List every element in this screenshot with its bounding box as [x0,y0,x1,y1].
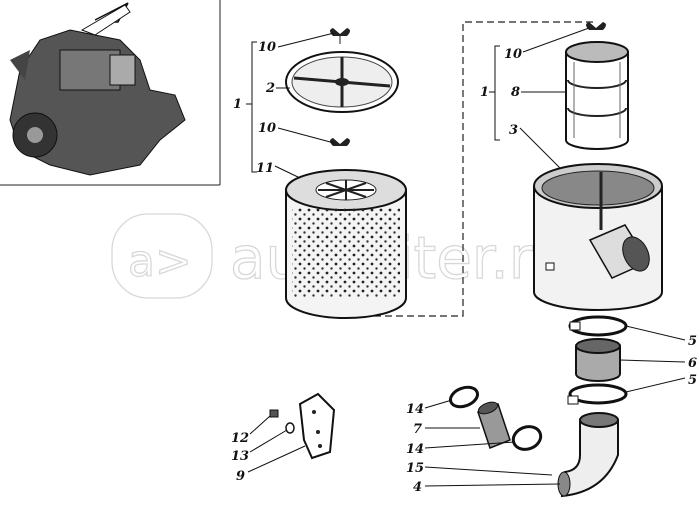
washer-13 [285,422,295,434]
label-6: 6 [688,356,697,371]
clamp-5-top [568,315,628,337]
label-13: 13 [231,449,249,464]
wing-nut-10-top [330,28,350,44]
element-8 [565,41,629,150]
label-10-right: 10 [504,47,522,62]
label-1-left: 1 [233,97,242,112]
label-10-top: 10 [258,40,276,55]
bolt-12 [269,409,279,418]
elbow-4 [557,412,619,498]
assembly-dashed-line [345,21,596,317]
label-5-bottom: 5 [688,373,697,388]
label-12: 12 [231,431,249,446]
label-11: 11 [256,161,274,176]
wing-nut-10-mid [330,138,350,146]
filter-11 [285,169,407,319]
clamp-14-bottom [511,425,543,451]
hose-7 [477,401,511,449]
label-8: 8 [511,85,520,100]
label-5-top: 5 [688,334,697,349]
label-14-top: 14 [406,402,424,417]
label-15: 15 [406,461,424,476]
bracket-9 [298,392,336,460]
label-2: 2 [265,81,275,96]
label-4: 4 [413,480,422,495]
clamp-5-bottom [567,383,628,405]
label-3: 3 [509,123,518,138]
housing-3 [533,163,663,311]
label-14-bottom: 14 [406,442,424,457]
label-10-mid: 10 [258,121,276,136]
engine-inset [0,0,221,186]
svg-text:a>: a> [128,236,192,287]
leader-lines [246,27,686,487]
wing-nut-10-right [586,22,606,30]
sleeve-6 [575,338,621,382]
clamp-14-top [448,385,480,409]
label-9: 9 [236,469,245,484]
label-7: 7 [413,422,422,437]
cover-2 [285,51,399,113]
label-1-right: 1 [480,85,489,100]
